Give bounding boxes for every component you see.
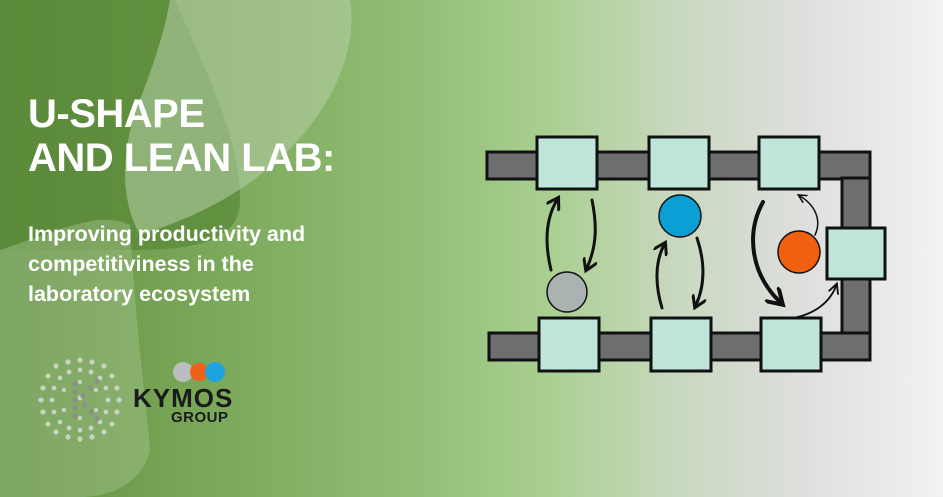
arrow-up-icon [545,200,557,272]
orange-operator-icon [777,230,821,274]
logo-dots-icon [173,362,225,382]
station-bottom-1 [537,316,601,373]
subtitle-line-1: Improving productivity and [28,222,306,246]
station-right [825,226,887,281]
logo-tagline: GROUP [171,409,229,426]
subtitle: Improving productivity and competitivine… [28,219,305,309]
station-top-2 [647,135,711,191]
blue-operator-icon [658,194,702,238]
title-line-1: U-SHAPE [28,92,205,136]
subtitle-line-2: competitiviness in the [28,252,254,276]
station-bottom-3 [759,316,823,373]
title-line-2: AND LEAN LAB: [28,136,335,180]
subtitle-line-3: laboratory ecosystem [28,282,251,306]
arrow-down-icon [696,236,703,305]
arrow-up-icon [657,245,664,310]
page-title: U-SHAPE AND LEAN LAB: [28,92,335,180]
arrow-down-icon [587,198,595,268]
logo-name: KYMOS [133,383,234,413]
station-top-3 [757,135,821,191]
station-top-1 [535,135,599,191]
arrow-small-right-icon [792,286,836,319]
arrow-small-up-icon [800,196,819,236]
dotted-k-emblem-icon [38,357,122,442]
arrow-curved-down-icon [751,200,780,302]
gray-operator-icon [546,271,588,313]
station-bottom-2 [649,316,713,373]
